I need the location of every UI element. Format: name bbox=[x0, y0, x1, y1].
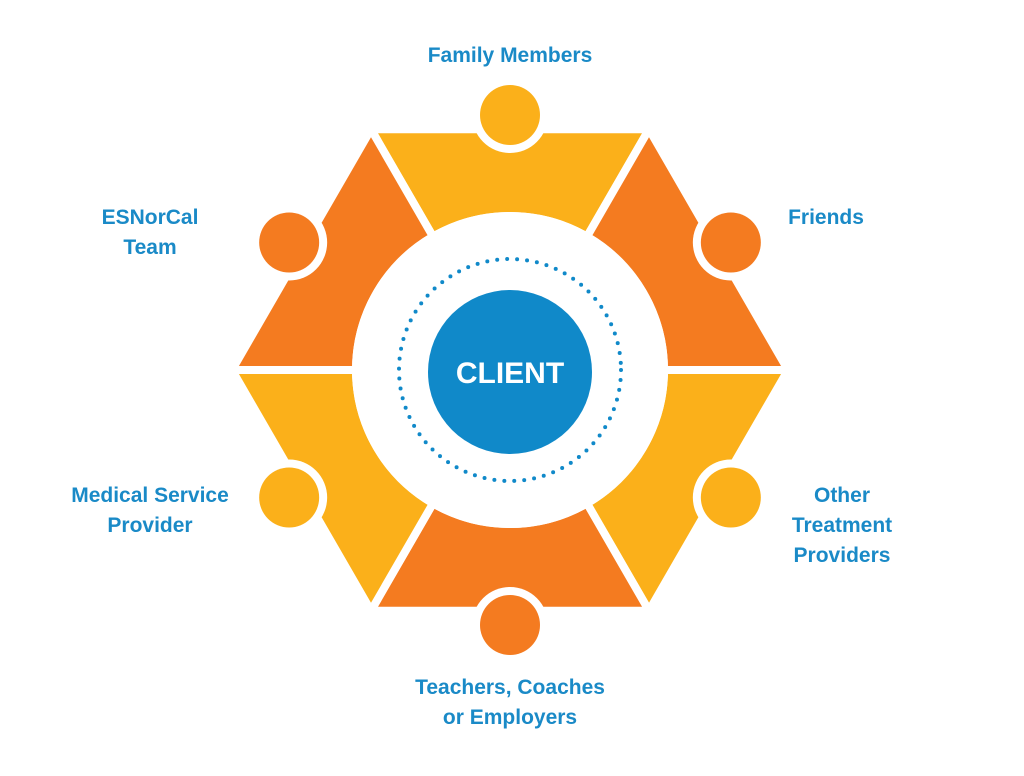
label-family-members: Family Members bbox=[380, 41, 640, 71]
person-head-icon bbox=[700, 212, 761, 273]
segment-friends bbox=[583, 125, 792, 374]
label-teachers-coaches-employers: Teachers, Coaches or Employers bbox=[380, 673, 640, 733]
label-line: ESNorCal bbox=[101, 206, 199, 229]
label-esnorcal-team: ESNorCal Team bbox=[80, 203, 220, 263]
label-other-treatment-providers: Other Treatment Providers bbox=[762, 481, 922, 571]
person-head-icon bbox=[700, 467, 761, 528]
person-head-icon bbox=[480, 595, 540, 655]
label-line: Friends bbox=[788, 206, 864, 229]
label-line: Teachers, Coaches bbox=[415, 676, 605, 699]
person-head-icon bbox=[259, 212, 320, 273]
label-medical-service-provider: Medical Service Provider bbox=[40, 481, 260, 541]
client-label: CLIENT bbox=[456, 357, 564, 390]
label-line: Other bbox=[813, 484, 870, 507]
label-line: Medical Service bbox=[71, 484, 229, 507]
label-line: Team bbox=[123, 236, 177, 259]
label-line: Treatment bbox=[791, 514, 893, 537]
label-line: or Employers bbox=[442, 706, 578, 729]
dotted-ring bbox=[397, 257, 623, 483]
label-line: Providers bbox=[793, 544, 891, 567]
label-friends: Friends bbox=[756, 203, 896, 233]
person-head-icon bbox=[480, 85, 540, 145]
segment-teachers-coaches-employers bbox=[367, 499, 653, 663]
label-line: Provider bbox=[107, 514, 193, 537]
person-head-icon bbox=[259, 467, 320, 528]
label-line: Family Members bbox=[427, 44, 593, 67]
client-center-circle bbox=[428, 290, 592, 454]
